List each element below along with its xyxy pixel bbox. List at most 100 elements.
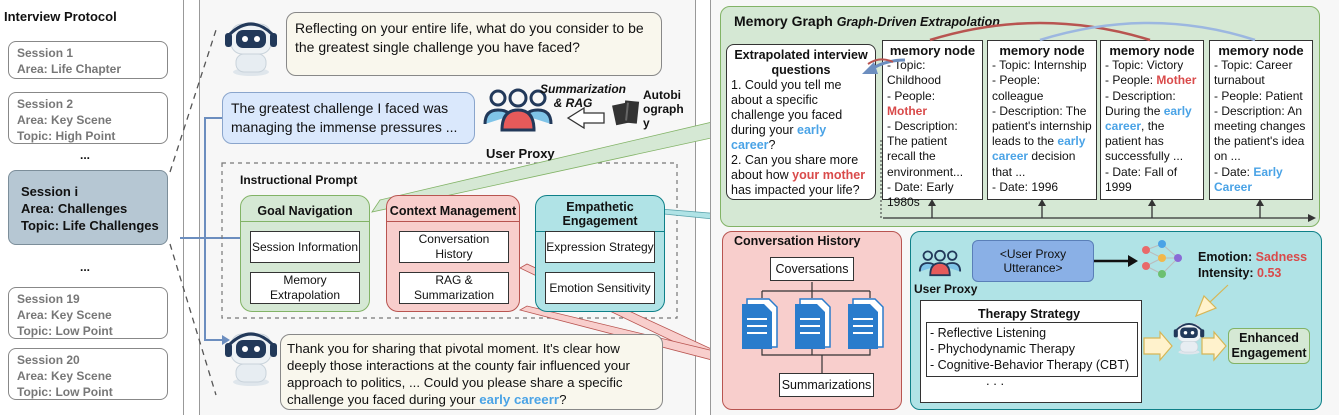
user-proxy-small-label: User Proxy <box>914 282 978 296</box>
emotion-value: Sadness <box>1255 250 1308 264</box>
autobiography-label: Autobiography <box>643 88 684 130</box>
emotion-sensitivity-box: Emotion Sensitivity <box>545 272 655 304</box>
context-management-module: Context Management Conversation History … <box>386 195 520 312</box>
memory-node-1: memory node - Topic: Childhood - People:… <box>882 40 983 209</box>
q2-highlight: your mother <box>792 168 866 182</box>
summarization-label: Summarization & RAG <box>540 82 627 110</box>
extrapolated-q2: 2. Can you share more about how your mot… <box>731 153 871 198</box>
therapy-ellipsis: . . . <box>986 373 1005 388</box>
summarizations-box: Summarizations <box>779 373 874 397</box>
session-20-area: Area: Key Scene <box>17 369 112 383</box>
user-proxy-people-icon <box>483 88 553 132</box>
emotion-readout: Emotion: Sadness Intensity: 0.53 <box>1198 249 1307 281</box>
session-20-label: Session 20 <box>17 353 80 367</box>
rag-summarization-box: RAG & Summarization <box>399 272 509 304</box>
session-box-20: Session 20 Area: Key Scene Topic: Low Po… <box>8 348 168 400</box>
node-2-description: - Description: The patient's internship … <box>992 104 1092 180</box>
node-4-people: - People: Patient <box>1214 88 1303 103</box>
node-4-date-value: Early Career <box>1214 164 1283 194</box>
node-2-topic: - Topic: Internship <box>992 58 1087 73</box>
node-3-title: memory node <box>1109 43 1195 58</box>
node-3-date: - Date: Fall of 1999 <box>1105 164 1178 194</box>
node-4-topic: - Topic: Career turnabout <box>1214 58 1293 88</box>
reply-text: Thank you for sharing that pivotal momen… <box>287 341 630 407</box>
reply-highlight: early careerr <box>479 392 560 407</box>
ellipsis-2: ... <box>80 260 91 274</box>
answer-bubble: The greatest challenge I faced was manag… <box>222 92 475 144</box>
q1-highlight: early career <box>731 123 827 152</box>
node-2-desc-text: - Description: The patient's internship … <box>992 103 1092 149</box>
intensity-label: Intensity: <box>1198 266 1258 280</box>
q1-text: 1. Could you tell me about a specific ch… <box>731 78 843 137</box>
book-icon <box>612 100 640 126</box>
node-3-desc-highlight: early career <box>1105 103 1192 134</box>
robot-icon-bottom <box>225 332 277 386</box>
therapy-strategy-title: Therapy Strategy <box>978 307 1081 321</box>
session-box-2: Session 2 Area: Key Scene Topic: High Po… <box>8 92 168 144</box>
session-19-label: Session 19 <box>17 292 80 306</box>
node-1-title: memory node <box>889 43 976 58</box>
protocol-title: Interview Protocol <box>4 9 117 24</box>
document-icon-2 <box>795 298 831 349</box>
session-1-area: Area: Life Chapter <box>17 62 122 76</box>
reply-end: ? <box>559 392 567 407</box>
emotion-label: Emotion: <box>1198 250 1256 264</box>
node-3-topic: - Topic: Victory <box>1105 58 1184 73</box>
memory-graph-title: Memory Graph Graph-Driven Extrapolation <box>734 13 1000 29</box>
node-4-description: - Description: An meeting changes the pa… <box>1214 103 1306 164</box>
answer-text: The greatest challenge I faced was manag… <box>231 100 458 135</box>
memory-graph-title-text: Memory Graph <box>734 13 833 29</box>
node-2-date: - Date: 1996 <box>992 179 1059 194</box>
extrapolated-questions-box: Extrapolated interview questions 1. Coul… <box>726 44 876 200</box>
session-19-topic: Topic: Low Point <box>17 324 113 338</box>
robot-icon-therapy <box>1173 323 1205 355</box>
therapy-item-2: - Phychodynamic Therapy <box>930 342 1075 356</box>
session-2-topic: Topic: High Point <box>17 129 116 143</box>
session-2-area: Area: Key Scene <box>17 113 112 127</box>
goal-navigation-title: Goal Navigation <box>241 196 369 222</box>
session-20-topic: Topic: Low Point <box>17 385 113 399</box>
node-3-people: - People: Mother <box>1105 73 1199 88</box>
utterance-box: <User Proxy Utterance> <box>972 240 1094 282</box>
document-icons <box>742 282 884 373</box>
conversation-history-title: Conversation History <box>734 234 861 248</box>
node-3-desc-text: - Description: During the <box>1105 88 1176 118</box>
session-19-area: Area: Key Scene <box>17 308 112 322</box>
node-1-people-label: - People: <box>887 88 936 103</box>
memory-graph-subtitle: Graph-Driven Extrapolation <box>836 15 1000 29</box>
instructional-prompt-title: Instructional Prompt <box>240 173 358 187</box>
node-2-people: - People: colleague <box>992 73 1044 103</box>
node-3-desc-end: , the patient has successfully ... <box>1105 119 1184 164</box>
node-2-desc-end: decision that ... <box>992 149 1076 179</box>
document-icon-1 <box>742 298 778 349</box>
emotion-line: Emotion: Sadness <box>1198 249 1307 265</box>
memory-node-2: memory node - Topic: Internship - People… <box>987 40 1097 200</box>
user-proxy-icon-small <box>918 249 962 277</box>
enhanced-engagement-box: Enhanced Engagement <box>1228 328 1310 364</box>
q2-end: has impacted your life? <box>731 183 860 197</box>
interview-protocol-panel: Interview Protocol Session 1 Area: Life … <box>0 0 184 415</box>
reply-bubble: Thank you for sharing that pivotal momen… <box>280 334 663 410</box>
goal-navigation-module: Goal Navigation Session Information Memo… <box>240 195 370 312</box>
therapy-item-1: - Reflective Listening <box>930 326 1047 340</box>
document-icon-3 <box>848 298 884 349</box>
node-3-people-label: - People: <box>1105 73 1157 88</box>
node-1-people-value: Mother <box>887 103 927 118</box>
node-2-desc-highlight: early career <box>992 134 1086 164</box>
empathetic-engagement-module: Empathetic Engagement Expression Strateg… <box>535 195 665 312</box>
session-i-area: Area: Challenges <box>21 201 128 216</box>
node-1-description: - Description: The patient recall the en… <box>887 119 964 179</box>
node-4-title: memory node <box>1218 43 1304 58</box>
session-i-topic: Topic: Life Challenges <box>21 218 159 233</box>
extrapolated-q1: 1. Could you tell me about a specific ch… <box>731 78 871 153</box>
session-i-label: Session i <box>21 184 79 199</box>
neural-network-icon <box>1142 240 1182 278</box>
intensity-value: 0.53 <box>1257 266 1282 280</box>
extrapolated-title: Extrapolated interview questions <box>734 48 868 77</box>
node-3-description: - Description: During the early career, … <box>1105 89 1199 165</box>
memory-node-3: memory node - Topic: Victory - People: M… <box>1100 40 1204 200</box>
ellipsis-1: ... <box>80 148 91 162</box>
intensity-line: Intensity: 0.53 <box>1198 265 1307 281</box>
